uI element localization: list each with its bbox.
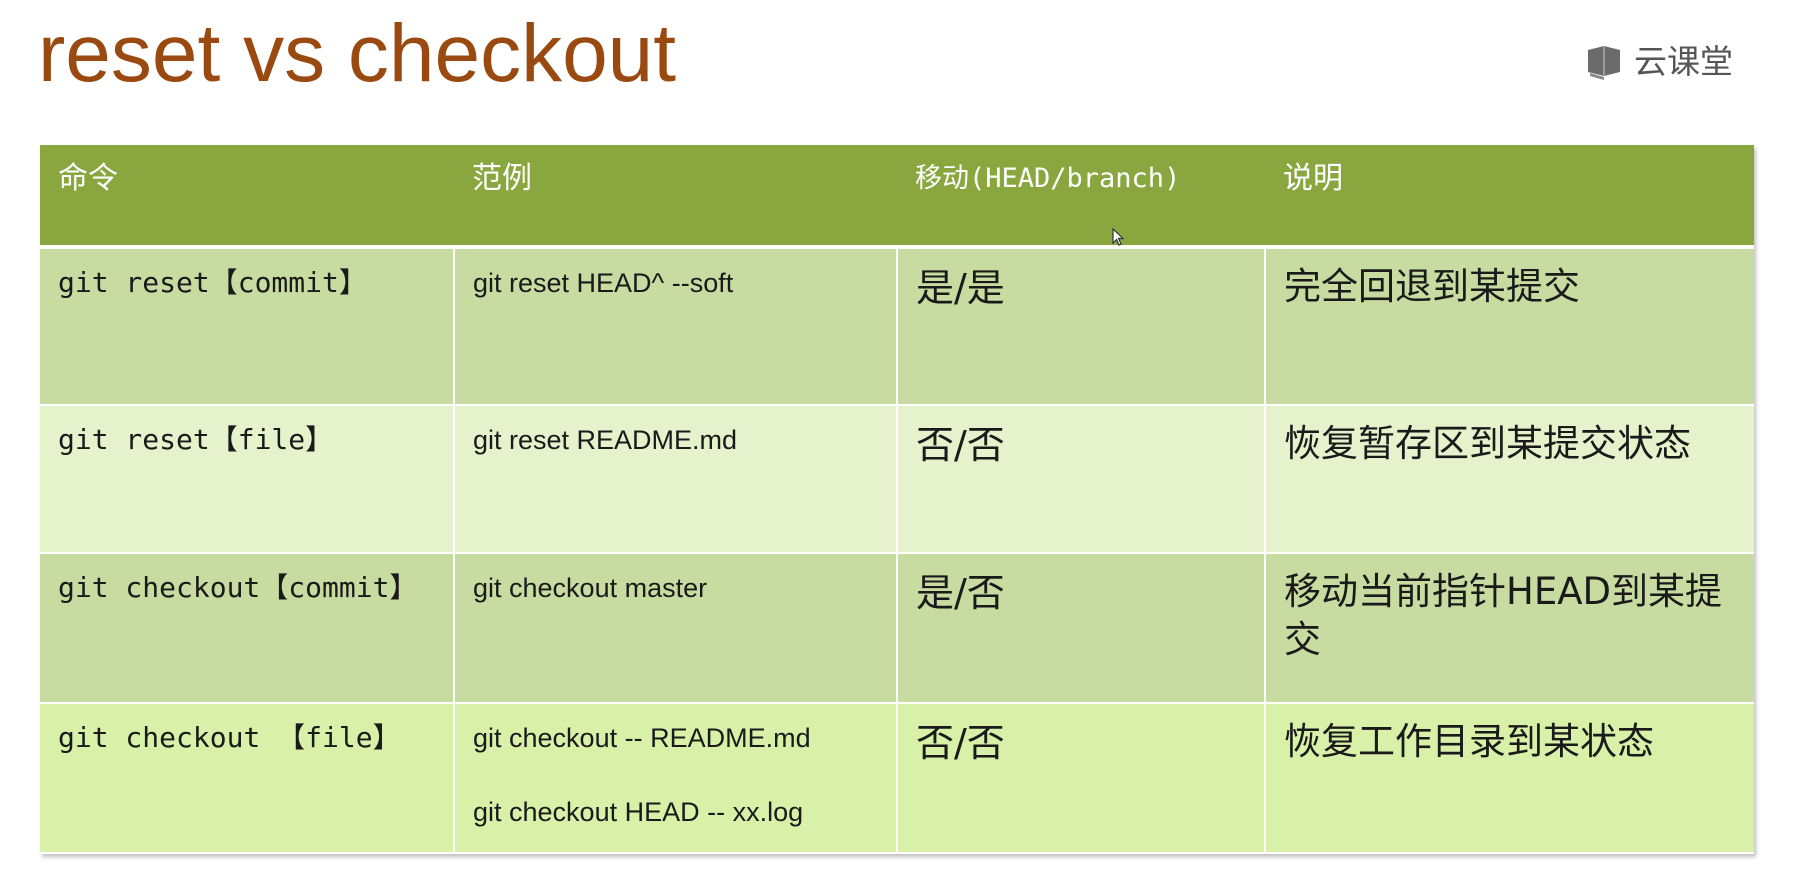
description-cell: 完全回退到某提交 <box>1265 247 1754 406</box>
comparison-table-container: 命令 范例 移动(HEAD/branch) 说明 git reset【commi… <box>40 145 1754 854</box>
header-example: 范例 <box>454 145 897 249</box>
example-text: git checkout HEAD -- xx.log <box>473 797 804 827</box>
example-cell: git checkout -- README.md git checkout H… <box>454 703 898 854</box>
description-cell: 恢复暂存区到某提交状态 <box>1265 405 1754 554</box>
command-cell: git reset【commit】 <box>40 247 455 406</box>
command-cell: git reset【file】 <box>40 405 455 554</box>
move-text: 否/否 <box>916 721 1005 765</box>
command-text: git reset【file】 <box>58 423 334 456</box>
command-cell: git checkout 【file】 <box>40 703 455 854</box>
description-text: 移动当前指针HEAD到某提交 <box>1284 570 1723 661</box>
description-text: 恢复工作目录到某状态 <box>1284 720 1654 763</box>
book-icon <box>1588 46 1620 80</box>
table-header-row: 命令 范例 移动(HEAD/branch) 说明 <box>40 145 1754 249</box>
slide-title: reset vs checkout <box>38 8 677 99</box>
move-text: 否/否 <box>916 423 1005 467</box>
header-description: 说明 <box>1265 145 1754 249</box>
example-text: git checkout master <box>473 573 708 603</box>
table-row: git checkout【commit】 git checkout master… <box>40 553 1754 704</box>
mouse-pointer-icon <box>1112 228 1125 246</box>
command-text: git checkout 【file】 <box>58 721 401 754</box>
example-cell: git reset HEAD^ --soft <box>454 247 898 406</box>
table-row: git reset【file】 git reset README.md 否/否 … <box>40 405 1754 554</box>
header-command: 命令 <box>40 145 454 249</box>
move-cell: 是/否 <box>897 553 1266 704</box>
move-text: 是/是 <box>916 266 1005 310</box>
example-cell: git checkout master <box>454 553 898 704</box>
example-text: git reset README.md <box>473 425 738 455</box>
command-cell: git checkout【commit】 <box>40 553 455 704</box>
example-text: git checkout -- README.md <box>473 723 811 753</box>
description-text: 恢复暂存区到某提交状态 <box>1284 422 1691 465</box>
move-text: 是/否 <box>916 571 1005 615</box>
header-move: 移动(HEAD/branch) <box>897 145 1265 249</box>
move-cell: 否/否 <box>897 703 1266 854</box>
command-text: git checkout【commit】 <box>58 571 418 604</box>
example-text: git reset HEAD^ --soft <box>473 268 734 298</box>
command-text: git reset【commit】 <box>58 266 367 299</box>
table-row: git reset【commit】 git reset HEAD^ --soft… <box>40 247 1754 406</box>
example-cell: git reset README.md <box>454 405 898 554</box>
description-cell: 移动当前指针HEAD到某提交 <box>1265 553 1754 704</box>
description-cell: 恢复工作目录到某状态 <box>1265 703 1754 854</box>
table-row: git checkout 【file】 git checkout -- READ… <box>40 703 1754 854</box>
brand-logo: 云课堂 <box>1584 38 1733 86</box>
brand-name: 云课堂 <box>1634 42 1733 81</box>
description-text: 完全回退到某提交 <box>1284 265 1580 308</box>
move-cell: 是/是 <box>897 247 1266 406</box>
comparison-table: 命令 范例 移动(HEAD/branch) 说明 git reset【commi… <box>40 145 1754 854</box>
move-cell: 否/否 <box>897 405 1266 554</box>
